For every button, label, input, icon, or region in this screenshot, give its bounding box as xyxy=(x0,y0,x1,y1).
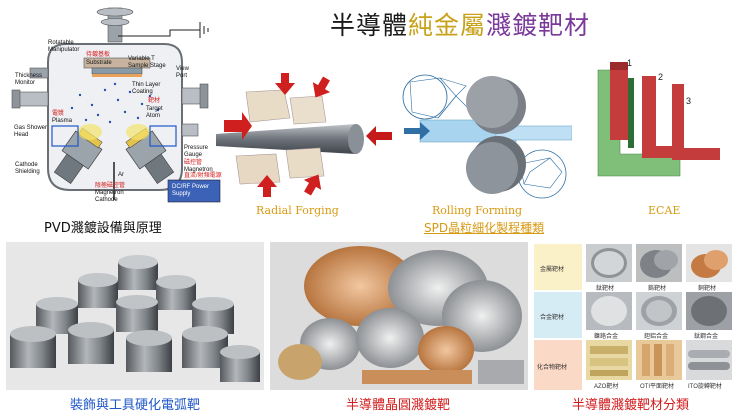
classification-table: 金屬靶材 鈦靶材 鎢靶材 銅靶材 合金靶材 鎳鉻合金 鉭鋁合金 鈦鋼合金 xyxy=(534,242,736,390)
metal-item-2: 銅靶材 xyxy=(698,286,717,292)
wafer-targets-caption: 半導體晶圓濺鍍靶 xyxy=(346,398,451,413)
metal-cu-photo xyxy=(686,244,732,282)
wafer-targets-photo xyxy=(270,242,528,390)
radial-forging-illustration xyxy=(206,72,396,202)
alloy-tisteel-photo xyxy=(686,292,732,330)
alloy-item-0: 鎳鉻合金 xyxy=(594,334,619,340)
title-part-semiconductor: 半導體 xyxy=(330,11,409,40)
ecae-caption: ECAE xyxy=(648,204,681,217)
classification-caption: 半導體濺鍍靶材分類 xyxy=(572,398,690,413)
ecae-step-3: 3 xyxy=(686,96,692,106)
row-label-text: 化合物靶材 xyxy=(537,365,568,371)
compound-oti-photo xyxy=(636,340,682,380)
label-power-cn: 直流/射頻電源 xyxy=(184,173,222,179)
label-target-cn: 靶材 xyxy=(148,98,161,104)
label-plasma: Plasma xyxy=(52,118,73,124)
label-magnetron: Magnetron xyxy=(184,167,213,173)
alloy-item-2: 鈦鋼合金 xyxy=(694,334,719,340)
title-part-pure-metal: 純金屬 xyxy=(408,11,487,40)
arc-targets-caption: 裝飾與工具硬化電弧靶 xyxy=(70,398,201,413)
page-title: 半導體純金屬濺鍍靶材 xyxy=(330,6,590,42)
compound-item-0: AZO靶材 xyxy=(594,384,619,390)
table-row: 化合物靶材 AZO靶材 OTI平面靶材 ITO旋轉靶材 xyxy=(534,340,736,390)
label-magnetron-cn: 磁控管 xyxy=(184,160,203,166)
metal-item-1: 鎢靶材 xyxy=(648,286,667,292)
title-part-sputter-target: 濺鍍靶材 xyxy=(486,11,591,40)
spd-caption: SPD晶粒細化製程種類 xyxy=(424,221,545,235)
table-row: 合金靶材 鎳鉻合金 鉭鋁合金 鈦鋼合金 xyxy=(534,292,736,340)
compound-ito-photo xyxy=(686,340,732,380)
label-substrate: Substrate xyxy=(86,60,112,66)
row-label-text: 金屬靶材 xyxy=(540,267,565,273)
label-cathode-cn: 陰極磁控管 xyxy=(95,183,126,189)
alloy-taal-photo xyxy=(636,292,682,330)
row-label-text: 合金靶材 xyxy=(540,315,565,321)
row-label-alloy: 合金靶材 xyxy=(534,292,582,338)
metal-w-photo xyxy=(636,244,682,282)
ecae-step-1: 1 xyxy=(627,58,633,68)
alloy-nicr-photo xyxy=(586,292,632,330)
label-plasma-cn: 電漿 xyxy=(52,111,65,117)
label-ar: Ar xyxy=(118,172,124,178)
arc-targets-photo xyxy=(6,242,264,390)
compound-azo-photo xyxy=(586,340,632,380)
metal-ti-photo xyxy=(586,244,632,282)
row-label-metal: 金屬靶材 xyxy=(534,244,582,290)
label-substrate-cn: 待鍍基板 xyxy=(86,52,111,58)
rolling-forming-illustration xyxy=(400,72,573,202)
table-row: 金屬靶材 鈦靶材 鎢靶材 銅靶材 xyxy=(534,244,736,292)
alloy-item-1: 鉭鋁合金 xyxy=(644,334,669,340)
ecae-step-2: 2 xyxy=(658,72,664,82)
compound-item-2: ITO旋轉靶材 xyxy=(688,384,722,390)
rolling-forming-caption: Rolling Forming xyxy=(432,204,523,217)
radial-forging-caption: Radial Forging xyxy=(256,204,339,217)
metal-item-0: 鈦靶材 xyxy=(596,286,615,292)
pvd-caption: PVD濺鍍設備與原理 xyxy=(44,221,162,236)
row-label-compound: 化合物靶材 xyxy=(534,340,582,390)
ecae-illustration: 1 2 3 xyxy=(580,58,730,198)
compound-item-1: OTI平面靶材 xyxy=(640,384,674,390)
pvd-chamber-illustration xyxy=(11,7,221,203)
